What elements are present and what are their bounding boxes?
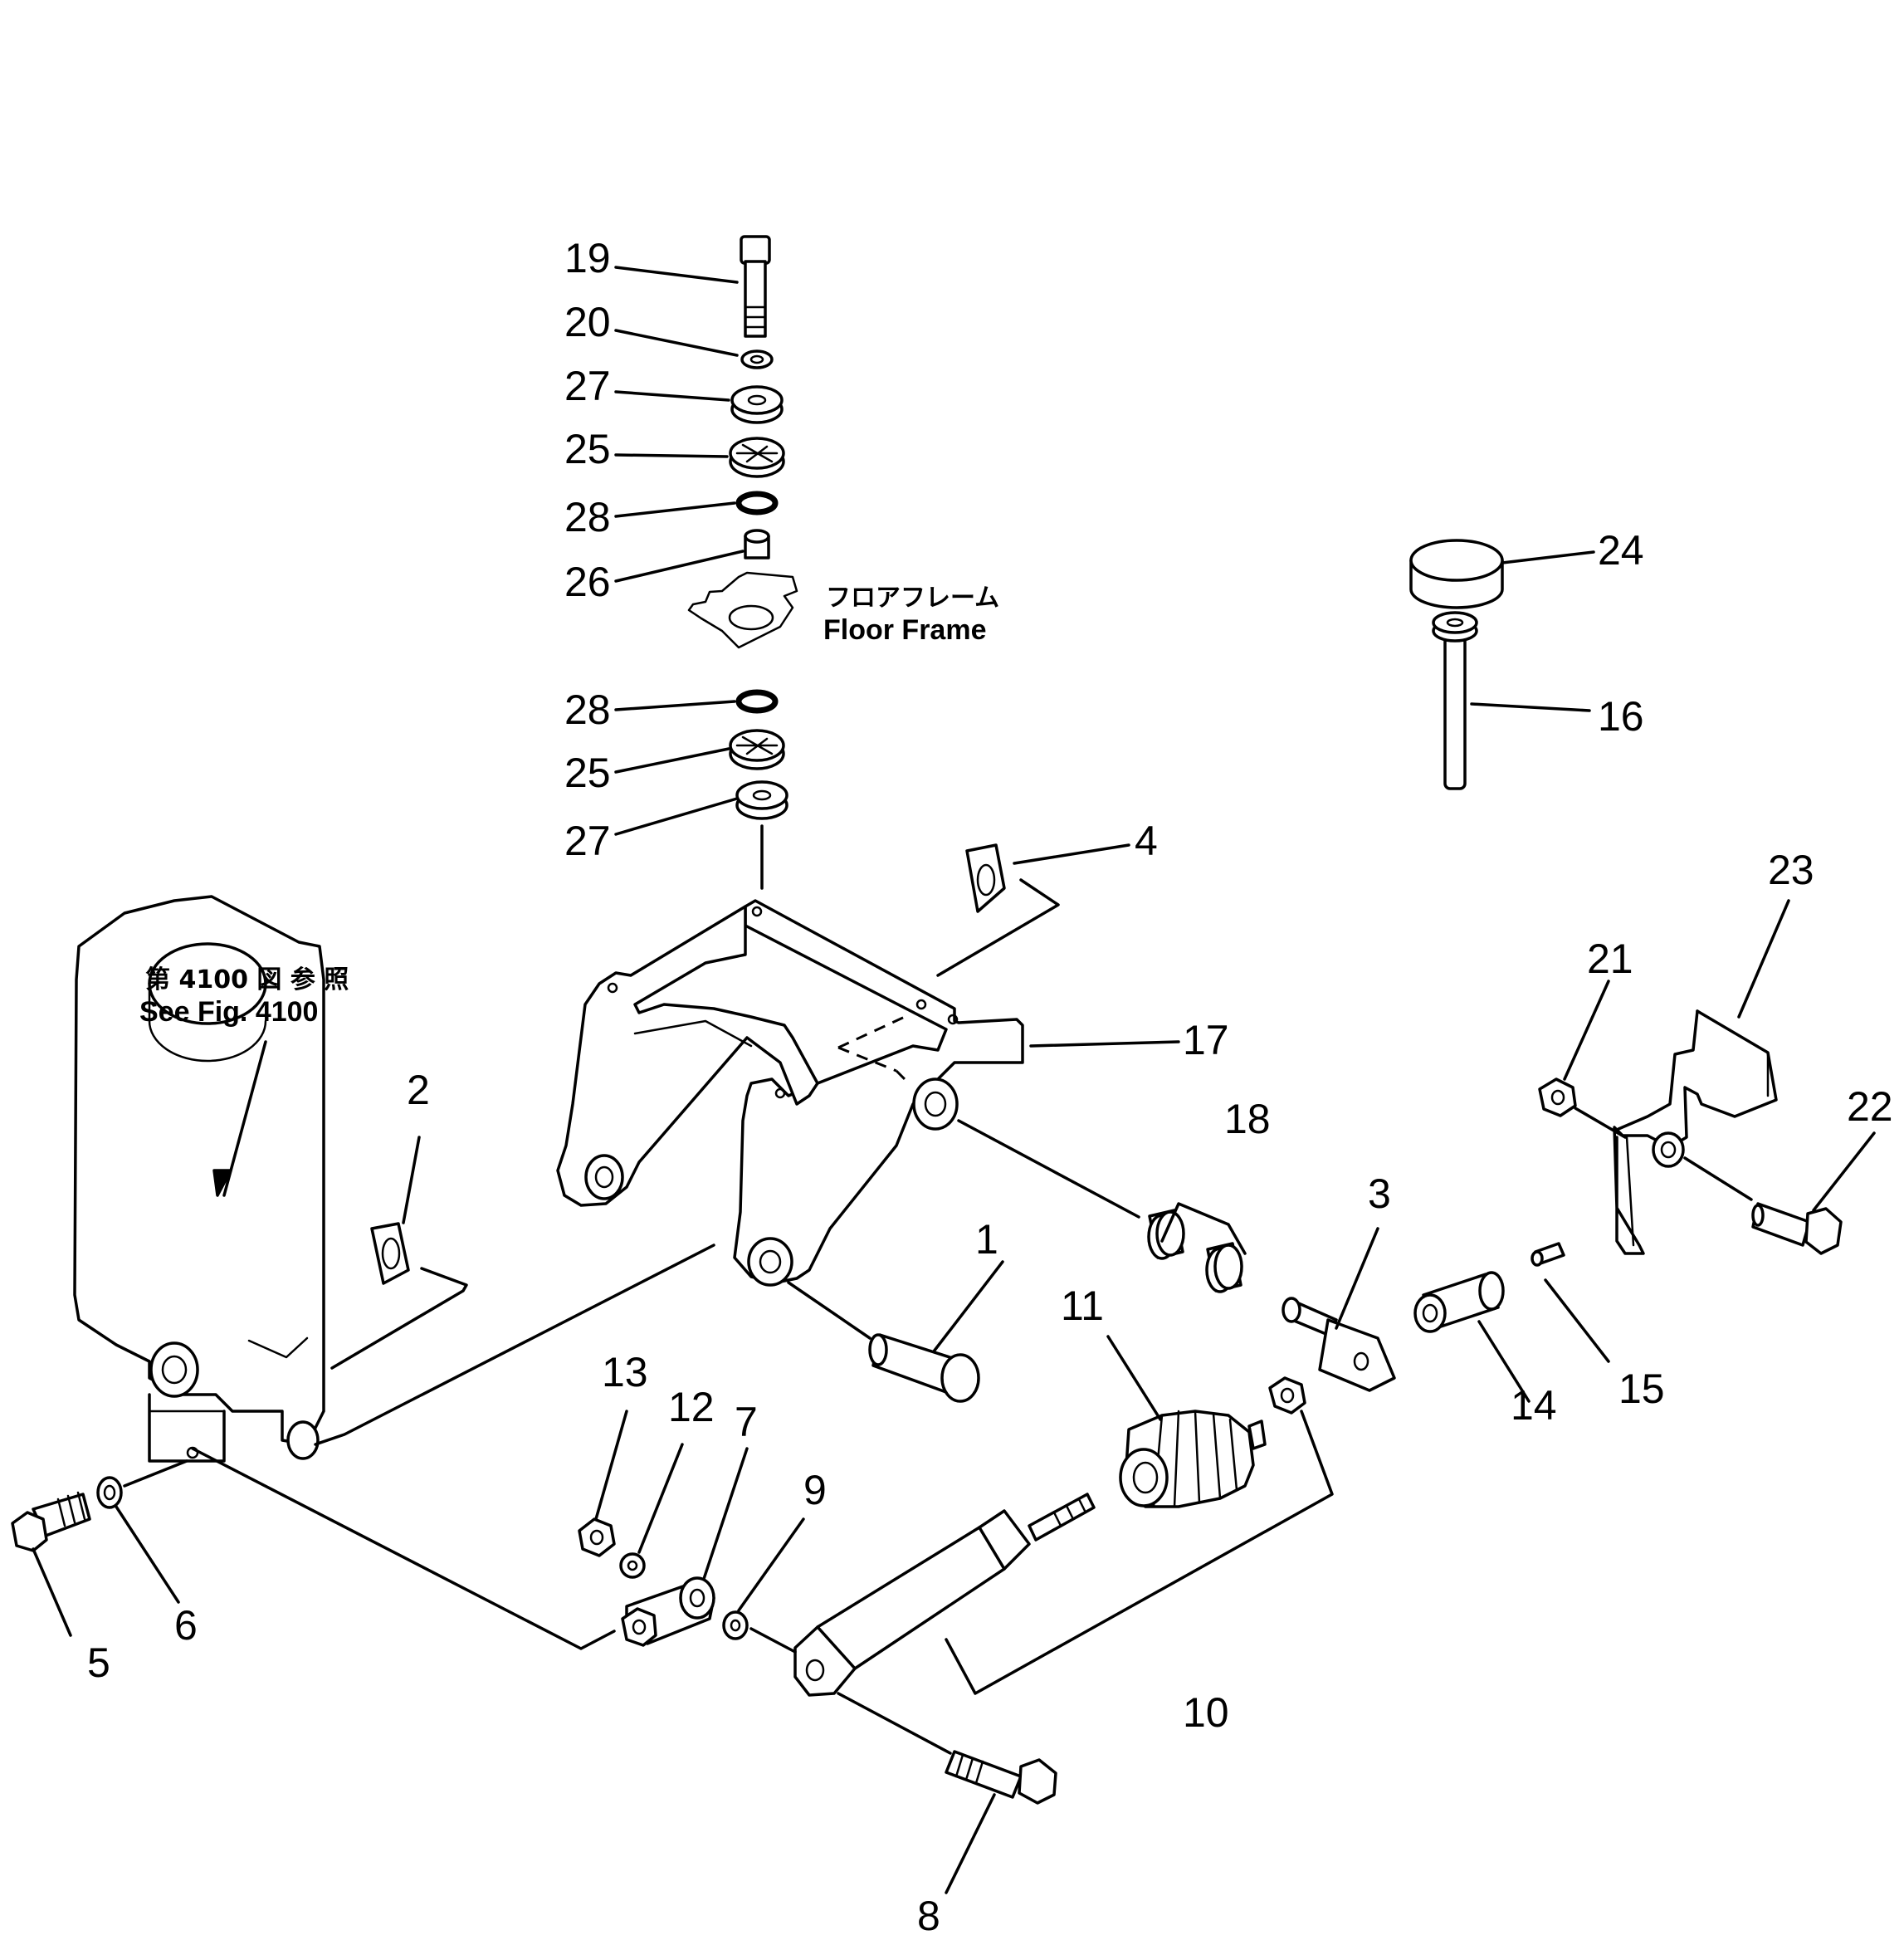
callout-2: 2 <box>407 1067 430 1113</box>
callout-15: 15 <box>1618 1366 1665 1412</box>
leader-lines <box>32 266 1876 1894</box>
cylinder-10 <box>793 1493 1096 1697</box>
link-7 <box>621 1576 715 1647</box>
callout-5: 5 <box>87 1639 110 1686</box>
spacer-27-bottom <box>735 780 788 820</box>
callout-12: 12 <box>668 1384 715 1430</box>
callout-28a: 28 <box>564 494 611 540</box>
callout-1: 1 <box>975 1216 998 1263</box>
callout-18: 18 <box>1224 1096 1271 1142</box>
bolt-22 <box>1751 1202 1843 1255</box>
callout-7: 7 <box>735 1399 758 1445</box>
bolt-8 <box>945 1750 1057 1805</box>
floor-frame-label-en: Floor Frame <box>823 614 986 646</box>
callout-13: 13 <box>602 1349 648 1395</box>
callout-23: 23 <box>1768 847 1814 893</box>
clip-2 <box>330 1222 468 1370</box>
callout-10: 10 <box>1183 1689 1229 1736</box>
callout-28b: 28 <box>564 687 611 733</box>
callout-16: 16 <box>1598 693 1644 740</box>
callout-27a: 27 <box>564 363 611 409</box>
knob-24 <box>1409 539 1504 609</box>
bracket-17 <box>556 899 1024 1287</box>
callout-9: 9 <box>803 1467 827 1513</box>
floor-frame <box>687 571 798 649</box>
floor-frame-label-jp: フロアフレーム <box>826 584 999 613</box>
boot-11 <box>1119 1410 1267 1508</box>
callout-27b: 27 <box>564 818 611 864</box>
clevis-3 <box>1282 1297 1396 1392</box>
bolt-5 <box>11 1491 91 1552</box>
nut-21 <box>1538 1077 1577 1117</box>
callout-4: 4 <box>1135 818 1158 864</box>
see-fig-label-jp: 第 4100 図 参 照 <box>145 965 349 994</box>
cushion-25-top <box>729 437 785 478</box>
callout-21: 21 <box>1587 936 1633 982</box>
spacer-27-top <box>730 385 784 424</box>
see-fig-label-en: See Fig. 4100 <box>139 996 318 1028</box>
bolt-19 <box>740 235 771 338</box>
washer-6 <box>96 1476 123 1509</box>
callout-22: 22 <box>1847 1083 1893 1130</box>
callouts: 19 20 27 25 28 26 28 25 27 4 24 16 17 23… <box>87 235 1893 1935</box>
callout-11: 11 <box>1061 1283 1104 1329</box>
bracket-23 <box>1613 1009 1778 1255</box>
callout-24: 24 <box>1598 527 1644 574</box>
ring-28-bottom <box>735 689 779 714</box>
ring-28-top <box>735 491 779 516</box>
callout-3: 3 <box>1368 1170 1391 1217</box>
callout-25a: 25 <box>564 426 611 472</box>
washer-20 <box>740 349 774 369</box>
nut-13 <box>578 1517 616 1557</box>
pin-15 <box>1531 1242 1565 1267</box>
callout-19: 19 <box>564 235 611 281</box>
collar-26 <box>744 529 770 559</box>
washer-12 <box>619 1552 646 1579</box>
cushion-25-bottom <box>729 729 785 770</box>
pin-1 <box>868 1333 980 1403</box>
callout-25b: 25 <box>564 750 611 796</box>
sleeve-14 <box>1413 1271 1505 1333</box>
callout-6: 6 <box>174 1602 198 1649</box>
callout-20: 20 <box>564 299 611 345</box>
washer-9 <box>722 1610 749 1640</box>
callout-14: 14 <box>1511 1382 1557 1429</box>
bushing-18b <box>1205 1242 1243 1293</box>
callout-8: 8 <box>917 1893 940 1935</box>
clip-4 <box>936 843 1060 977</box>
callout-17: 17 <box>1183 1017 1229 1063</box>
callout-26: 26 <box>564 559 611 605</box>
rod-16 <box>1432 611 1478 790</box>
arm-block <box>73 895 325 1463</box>
nut-3 <box>1268 1376 1306 1415</box>
